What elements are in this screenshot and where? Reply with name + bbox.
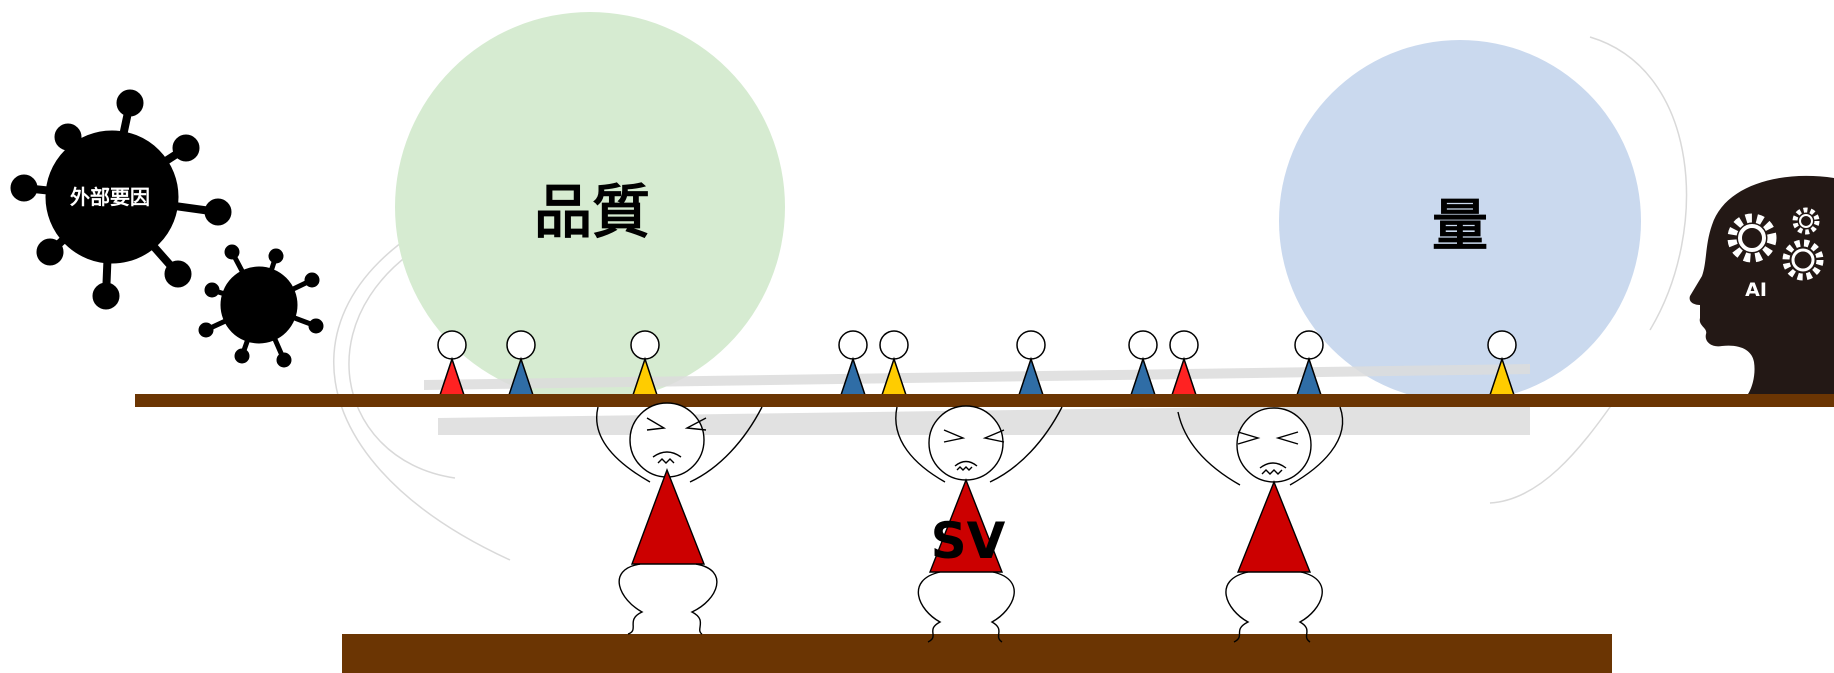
ai-label: AI bbox=[1745, 279, 1767, 301]
quality-ball: 品質 bbox=[395, 12, 785, 402]
person-yellow-2 bbox=[879, 330, 909, 396]
quantity-ball: 量 bbox=[1279, 40, 1641, 402]
quantity-label: 量 bbox=[1432, 194, 1488, 259]
person-blue-3 bbox=[1016, 330, 1046, 396]
person-blue-4 bbox=[1128, 330, 1158, 396]
lifter-left bbox=[596, 402, 763, 635]
gear-icon bbox=[1727, 207, 1824, 281]
floor-plank bbox=[342, 634, 1612, 673]
person-blue-1 bbox=[506, 330, 536, 396]
virus-icon bbox=[10, 89, 232, 310]
people-row bbox=[437, 330, 1517, 396]
person-blue-2 bbox=[838, 330, 868, 396]
sv-label: SV bbox=[931, 512, 1006, 570]
lifter-center bbox=[895, 405, 1063, 643]
person-blue-5 bbox=[1294, 330, 1324, 396]
person-red-1 bbox=[437, 330, 467, 396]
person-red-2 bbox=[1169, 330, 1199, 396]
quality-label: 品質 bbox=[534, 178, 650, 246]
external-factors-label: 外部要因 bbox=[70, 185, 150, 209]
top-plank bbox=[135, 394, 1834, 407]
lifter-right bbox=[1177, 406, 1344, 643]
person-yellow-3 bbox=[1487, 330, 1517, 396]
virus-small-icon bbox=[198, 244, 324, 368]
person-yellow-1 bbox=[630, 330, 660, 396]
ai-head-icon: AI bbox=[1689, 175, 1834, 394]
